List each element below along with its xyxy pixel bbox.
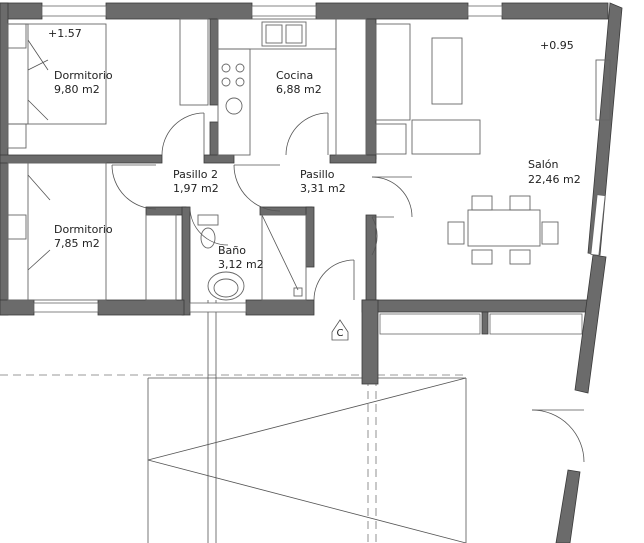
room-labels: +1.57 +0.95 Dormitorio 9,80 m2 Cocina 6,…	[48, 27, 581, 271]
room-dormitorio2-name: Dormitorio	[54, 223, 113, 236]
furniture	[7, 18, 611, 301]
room-pasillo2-area: 1,97 m2	[173, 182, 219, 195]
room-cocina-name: Cocina	[276, 69, 313, 82]
room-bano-name: Baño	[218, 244, 246, 257]
room-dormitorio1-name: Dormitorio	[54, 69, 113, 82]
level-living: +0.95	[540, 39, 574, 52]
room-salon-name: Salón	[528, 158, 559, 171]
room-pasillo2-name: Pasillo 2	[173, 168, 218, 181]
room-pasillo-name: Pasillo	[300, 168, 335, 181]
level-bedroom: +1.57	[48, 27, 82, 40]
room-cocina-area: 6,88 m2	[276, 83, 322, 96]
room-dormitorio1-area: 9,80 m2	[54, 83, 100, 96]
room-salon-area: 22,46 m2	[528, 173, 581, 186]
site-lines	[0, 300, 585, 543]
room-dormitorio2-area: 7,85 m2	[54, 237, 100, 250]
room-pasillo-area: 3,31 m2	[300, 182, 346, 195]
room-bano-area: 3,12 m2	[218, 258, 264, 271]
entrance-marker: C	[331, 319, 349, 341]
walls	[0, 2, 623, 543]
entrance-marker-label: C	[337, 328, 344, 339]
